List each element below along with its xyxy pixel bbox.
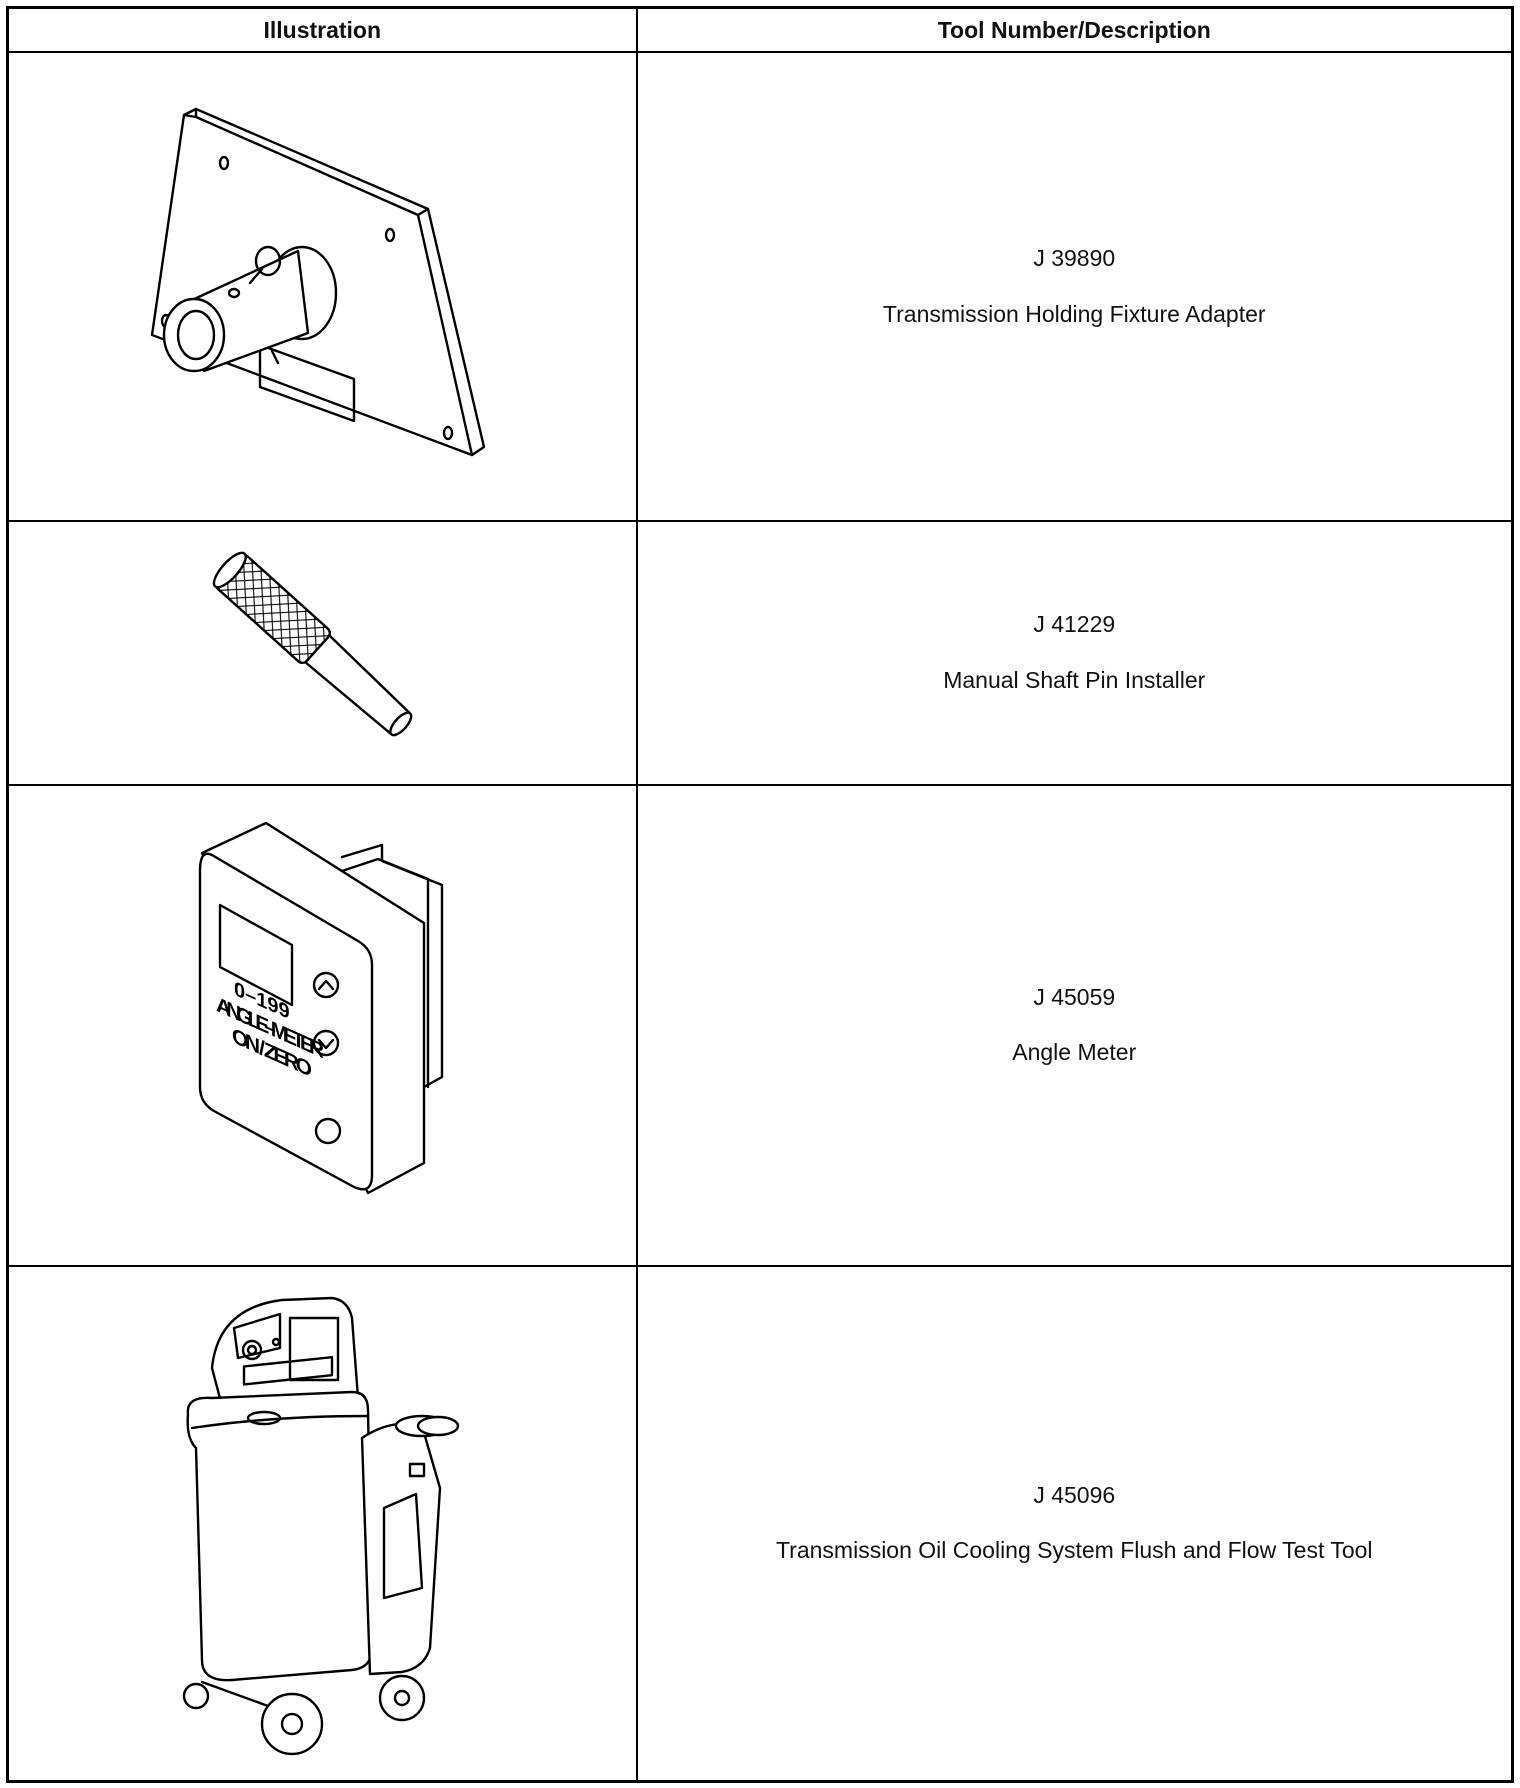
- tool-number: J 41229: [1033, 611, 1116, 638]
- tool-description: Manual Shaft Pin Installer: [943, 666, 1206, 693]
- table-row: J 45096 Transmission Oil Cooling System …: [6, 1264, 1514, 1783]
- table-row: J 39890 Transmission Holding Fixture Ada…: [6, 50, 1514, 523]
- special-tools-table: Illustration Tool Number/Description: [6, 6, 1514, 1783]
- tool-number: J 45096: [1033, 1481, 1116, 1508]
- tool-number: J 39890: [1033, 245, 1116, 272]
- table-row: 0–199 ANGLE–METER ON / ZERO J 45059 Angl…: [6, 783, 1514, 1267]
- pin-installer-icon: [213, 551, 413, 737]
- table-row: J 41229 Manual Shaft Pin Installer: [6, 520, 1514, 786]
- tool-description-cell: J 45096 Transmission Oil Cooling System …: [635, 1264, 1514, 1783]
- tool-description: Angle Meter: [1012, 1039, 1137, 1066]
- tool-description-cell: J 41229 Manual Shaft Pin Installer: [635, 520, 1514, 786]
- flush-flow-test-tool-icon: [183, 1297, 460, 1756]
- tool-description-cell: J 39890 Transmission Holding Fixture Ada…: [635, 50, 1514, 523]
- angle-meter-icon: 0–199 ANGLE–METER ON / ZERO: [199, 822, 444, 1195]
- illustration-cell: [6, 520, 638, 786]
- holding-fixture-adapter-icon: [151, 107, 486, 456]
- header-tool-number-description: Tool Number/Description: [635, 6, 1514, 53]
- tool-number: J 45059: [1033, 983, 1116, 1010]
- tool-description: Transmission Oil Cooling System Flush an…: [775, 1537, 1373, 1564]
- tool-description-cell: J 45059 Angle Meter: [635, 783, 1514, 1267]
- illustration-cell: [6, 50, 638, 523]
- illustration-cell: [6, 1264, 638, 1783]
- table-header-row: Illustration Tool Number/Description: [6, 6, 1514, 53]
- header-illustration: Illustration: [6, 6, 638, 53]
- tool-description: Transmission Holding Fixture Adapter: [882, 300, 1266, 327]
- illustration-cell: 0–199 ANGLE–METER ON / ZERO: [6, 783, 638, 1267]
